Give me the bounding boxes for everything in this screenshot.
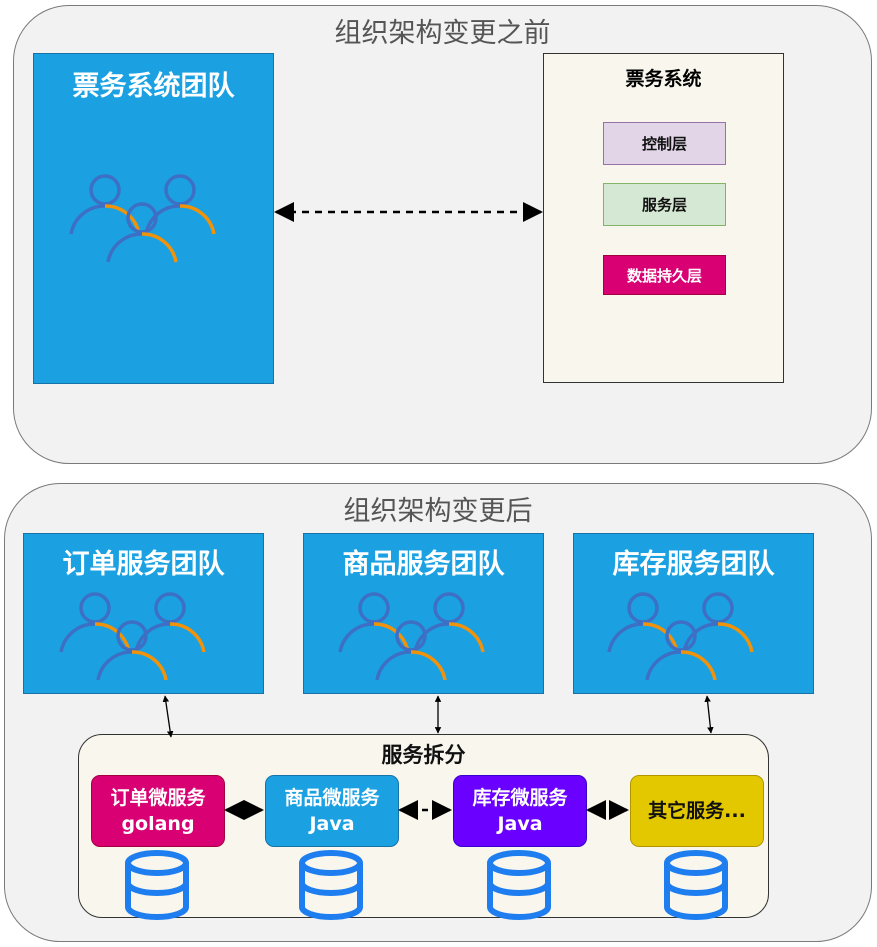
other-services-name: 其它服务... (648, 800, 746, 822)
inventory-team-box: 库存服务团队 (573, 533, 814, 694)
inventory-team-title: 库存服务团队 (612, 549, 775, 580)
product-microservice-name: 商品微服务 (284, 787, 380, 809)
order-microservice-lang: golang (121, 813, 195, 835)
order-microservice-name: 订单微服务 (110, 787, 206, 809)
inventory-microservice: 库存微服务 Java (453, 775, 587, 847)
ticket-system-box: 票务系统 控制层 服务层 数据持久层 (543, 53, 784, 383)
after-panel-title: 组织架构变更后 (343, 496, 533, 527)
other-services: 其它服务... (630, 775, 764, 847)
inventory-microservice-lang: Java (497, 813, 543, 835)
ticket-team-box: 票务系统团队 (33, 53, 274, 384)
product-microservice-lang: Java (309, 813, 355, 835)
layer-persistence: 数据持久层 (603, 255, 726, 295)
ticket-team-title: 票务系统团队 (72, 71, 235, 102)
before-panel-title: 组织架构变更之前 (334, 18, 551, 49)
order-team-title: 订单服务团队 (62, 549, 225, 580)
order-team-box: 订单服务团队 (23, 533, 264, 694)
service-split-title: 服务拆分 (381, 743, 466, 767)
ticket-system-title: 票务系统 (625, 67, 702, 90)
layer-service: 服务层 (603, 183, 726, 226)
product-team-box: 商品服务团队 (303, 533, 544, 694)
product-microservice: 商品微服务 Java (265, 775, 399, 847)
order-microservice: 订单微服务 golang (91, 775, 225, 847)
inventory-microservice-name: 库存微服务 (472, 787, 568, 809)
layer-control: 控制层 (603, 122, 726, 165)
product-team-title: 商品服务团队 (342, 549, 505, 580)
